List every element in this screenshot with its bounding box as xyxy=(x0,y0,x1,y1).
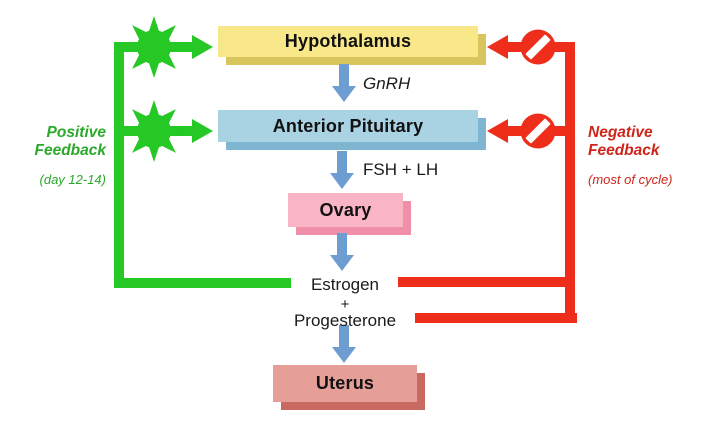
green-arrowhead-icon xyxy=(192,35,213,59)
negative-feedback-subtitle: (most of cycle) xyxy=(588,171,673,187)
positive-feedback-title: Positive Feedback xyxy=(34,124,106,160)
down-arrow-icon xyxy=(332,64,356,102)
hypothalamus-box: Hypothalamus xyxy=(218,26,478,57)
negative-feedback-estrogen-line xyxy=(398,277,575,287)
down-arrow-icon xyxy=(330,233,354,271)
down-arrow-icon xyxy=(332,325,356,363)
sun-burst-icon xyxy=(123,16,185,78)
green-arrowhead-icon xyxy=(192,119,213,143)
no-entry-icon xyxy=(520,29,556,65)
positive-feedback-subtitle: (day 12-14) xyxy=(39,171,106,187)
anterior-pituitary-box: Anterior Pituitary xyxy=(218,110,478,142)
negative-feedback-caption: Negative Feedback (most of cycle) xyxy=(588,124,700,187)
fsh-lh-label: FSH + LH xyxy=(363,160,439,179)
gnrh-label: GnRH xyxy=(363,74,411,93)
down-arrow-icon xyxy=(330,151,354,189)
positive-feedback-bottom-line xyxy=(114,278,291,288)
positive-feedback-caption: Positive Feedback (day 12-14) xyxy=(10,124,106,187)
no-entry-icon xyxy=(520,113,556,149)
red-arrowhead-icon xyxy=(487,35,508,59)
anterior-pituitary-label: Anterior Pituitary xyxy=(272,115,424,136)
uterus-box: Uterus xyxy=(273,365,417,402)
hypothalamus-label: Hypothalamus xyxy=(284,31,412,51)
estrogen-label: Estrogen xyxy=(310,275,380,294)
negative-feedback-title: Negative Feedback xyxy=(588,124,660,160)
sun-burst-icon xyxy=(123,100,185,162)
positive-feedback-vertical-line xyxy=(114,42,124,288)
negative-feedback-vertical-line xyxy=(565,42,575,323)
plus-label: + xyxy=(340,296,350,313)
red-arrowhead-icon xyxy=(487,119,508,143)
uterus-label: Uterus xyxy=(315,373,375,393)
ovary-box: Ovary xyxy=(288,193,403,227)
ovary-label: Ovary xyxy=(319,199,372,220)
negative-feedback-progesterone-line xyxy=(415,313,577,323)
progesterone-label: Progesterone xyxy=(293,311,397,330)
